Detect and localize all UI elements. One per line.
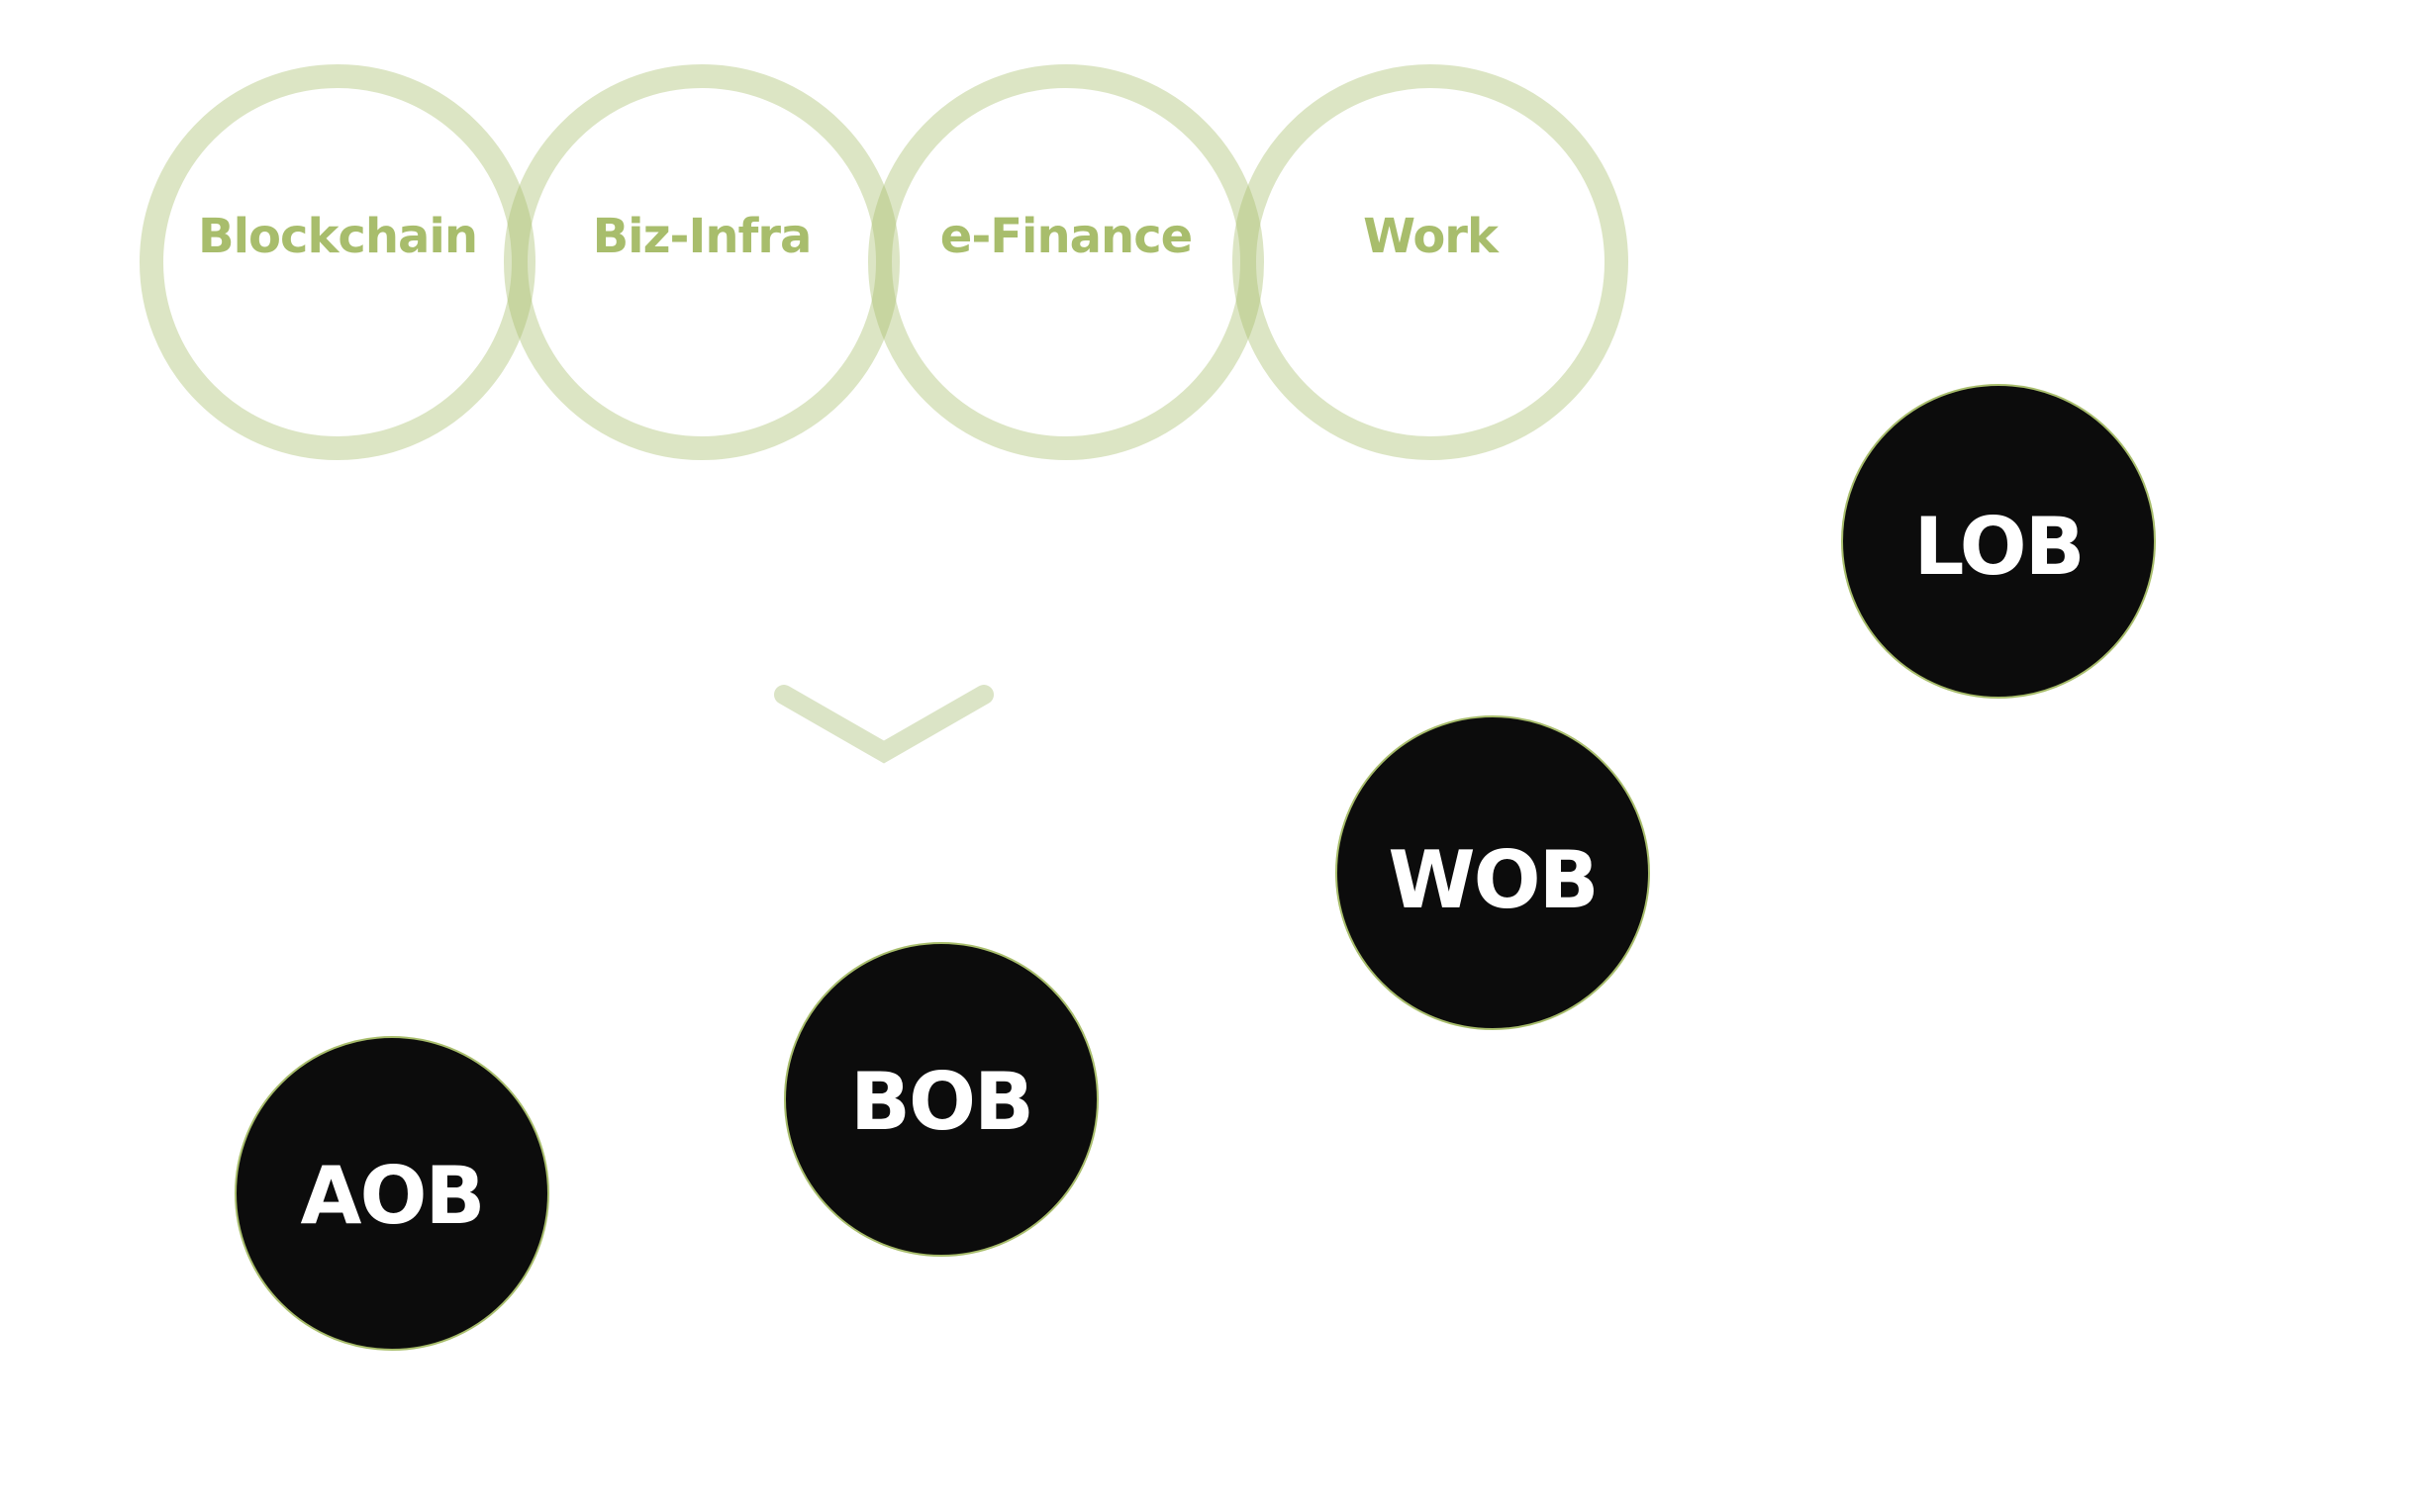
node-bob: BOB (784, 942, 1099, 1257)
node-circle (1335, 715, 1650, 1030)
category-label: Work (1363, 209, 1500, 264)
nodes: AOB BOB WOB LOB (235, 384, 2156, 1351)
node-label: WOB (1388, 834, 1597, 926)
node-lob: LOB (1841, 384, 2156, 699)
category-e-finance: e-Finance (868, 64, 1264, 460)
category-work: Work (1232, 64, 1628, 460)
category-biz-infra: Biz-Infra (504, 64, 900, 460)
category-rings: Blockchain Biz-Infra e-Finance Work (140, 64, 1628, 460)
node-circle (1841, 384, 2156, 699)
node-circle (235, 1036, 549, 1351)
category-label: Biz-Infra (593, 209, 812, 264)
category-ring (504, 64, 900, 460)
category-label: Blockchain (198, 209, 477, 264)
node-label: LOB (1913, 501, 2083, 593)
category-ring (140, 64, 535, 460)
chevron-down-icon (774, 685, 994, 764)
node-label: BOB (850, 1056, 1032, 1148)
node-circle (784, 942, 1099, 1257)
node-aob: AOB (235, 1036, 549, 1351)
node-label: AOB (301, 1150, 484, 1242)
node-wob: WOB (1335, 715, 1650, 1030)
category-label: e-Finance (940, 209, 1192, 264)
category-ring (1232, 64, 1628, 460)
category-ring (868, 64, 1264, 460)
category-blockchain: Blockchain (140, 64, 535, 460)
